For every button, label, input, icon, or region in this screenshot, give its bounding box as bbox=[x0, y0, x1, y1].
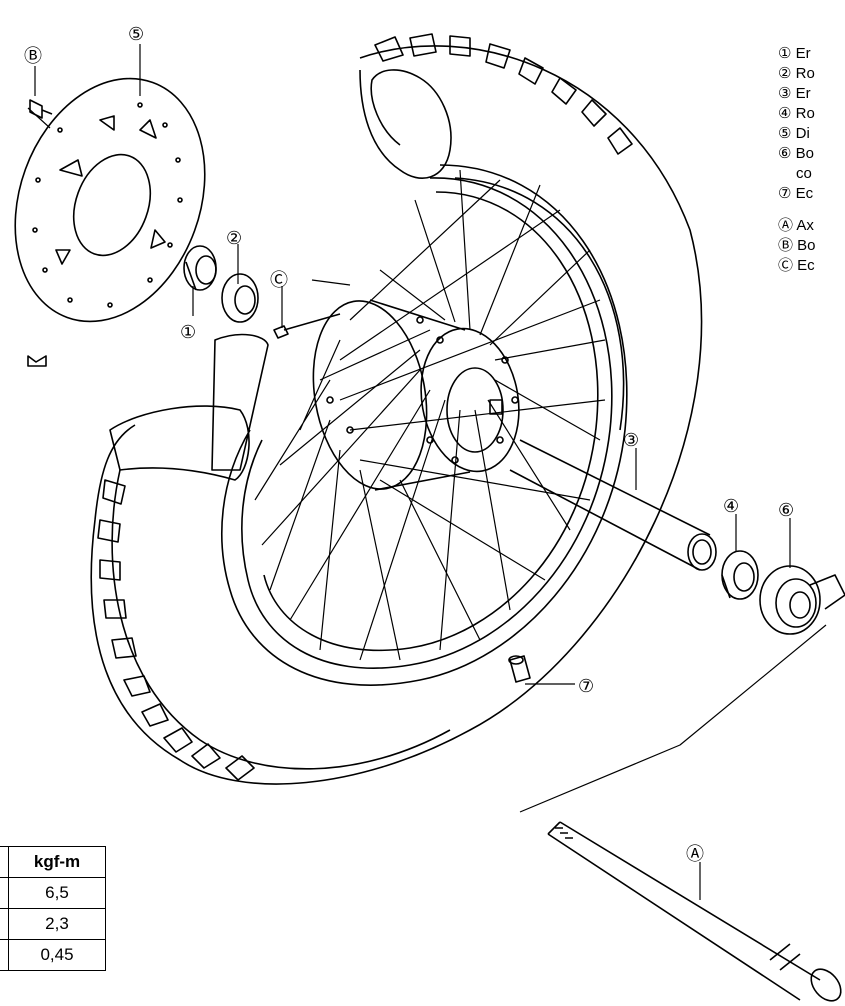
callout-2: ② bbox=[226, 228, 242, 249]
wheel-axle bbox=[547, 821, 842, 1002]
tire bbox=[90, 33, 703, 785]
callout-a: Ⓐ bbox=[686, 844, 704, 865]
tire-section-top bbox=[359, 69, 452, 179]
callout-1: ① bbox=[180, 322, 196, 343]
parts-legend: ① Er ② Ro ③ Er ④ Ro ⑤ Di ⑥ Bo co ⑦ Ec Ⓐ … bbox=[778, 44, 845, 276]
torque-header: kgf-m bbox=[8, 846, 106, 878]
callout-6: ⑥ bbox=[778, 500, 794, 521]
oil-seal bbox=[183, 245, 217, 291]
tire-inner bbox=[221, 164, 628, 686]
legend-item-4: ④ Ro bbox=[778, 105, 815, 122]
legend-item-6-continued: co bbox=[796, 165, 812, 182]
tire-outer bbox=[90, 45, 703, 785]
screw-c bbox=[273, 313, 341, 339]
hub bbox=[312, 299, 520, 491]
callout-4: ④ bbox=[723, 496, 739, 517]
callout-c: Ⓒ bbox=[270, 270, 288, 291]
assembly-lines bbox=[27, 107, 827, 813]
valve bbox=[508, 655, 531, 683]
rim bbox=[241, 177, 613, 669]
legend-item-1: ① Er bbox=[778, 45, 811, 62]
meter-gear-unit bbox=[759, 565, 845, 635]
torque-table: kgf-m 6,5 2,3 0,45 bbox=[0, 846, 106, 971]
axle-spacer bbox=[509, 439, 717, 571]
torque-row: 2,3 bbox=[0, 908, 106, 940]
torque-value: 2,3 bbox=[8, 908, 106, 940]
legend-item-b: Ⓑ Bo bbox=[778, 237, 816, 254]
brake-disc bbox=[14, 77, 206, 323]
torque-header-row: kgf-m bbox=[0, 846, 106, 878]
legend-item-7: ⑦ Ec bbox=[778, 185, 814, 202]
callout-b: Ⓑ bbox=[24, 46, 42, 67]
disc-bolt bbox=[27, 99, 53, 367]
legend-item-3: ③ Er bbox=[778, 85, 811, 102]
torque-row: 0,45 bbox=[0, 939, 106, 971]
torque-value: 6,5 bbox=[8, 877, 106, 909]
callouts: ① ② Ⓒ ③ ④ ⑥ ⑦ Ⓐ ⑤ Ⓑ bbox=[24, 24, 794, 865]
legend-item-6: ⑥ Bo bbox=[778, 145, 814, 162]
leader-lines bbox=[34, 44, 791, 900]
legend-item-c: Ⓒ Ec bbox=[778, 257, 815, 274]
legend-item-5: ⑤ Di bbox=[778, 125, 810, 142]
spokes bbox=[254, 169, 606, 661]
legend-item-a: Ⓐ Ax bbox=[778, 217, 814, 234]
torque-row: 6,5 bbox=[0, 877, 106, 909]
callout-5: ⑤ bbox=[128, 24, 144, 45]
bearing-left bbox=[221, 273, 259, 323]
bearing-right bbox=[721, 550, 759, 600]
torque-value: 0,45 bbox=[8, 939, 106, 971]
tire-section-bottom bbox=[109, 405, 250, 481]
callout-3: ③ bbox=[623, 430, 639, 451]
callout-7: ⑦ bbox=[578, 676, 594, 697]
legend-item-2: ② Ro bbox=[778, 65, 815, 82]
